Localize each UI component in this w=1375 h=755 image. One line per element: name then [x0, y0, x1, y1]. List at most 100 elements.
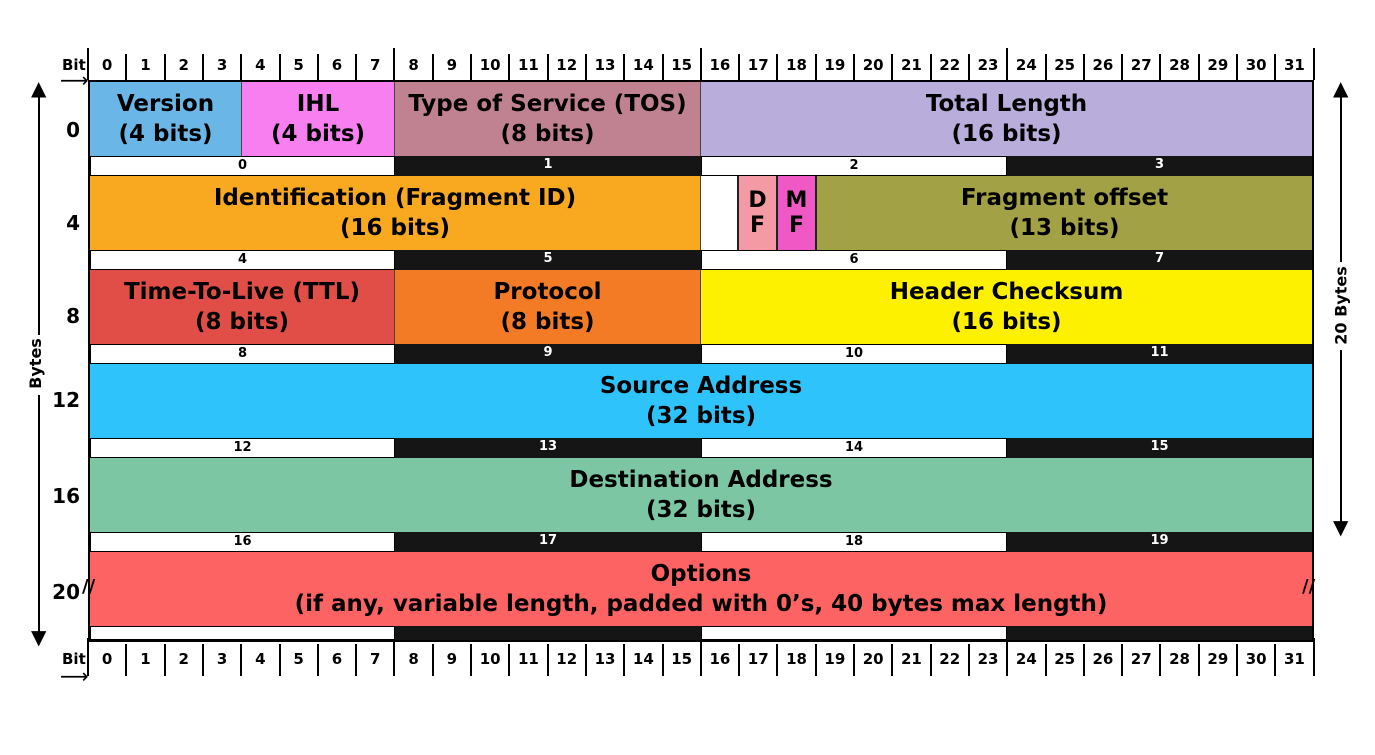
bit-number: 26 [1092, 56, 1114, 74]
bit-number: 16 [709, 56, 731, 74]
row-offset-16: 16 [52, 484, 80, 508]
bit-number: 23 [977, 56, 999, 74]
byte-index-14: 14 [701, 438, 1007, 458]
mf-flag-bottom: F [788, 213, 805, 238]
byte-index-15: 15 [1007, 438, 1312, 458]
right-axis-up-arrow: ▲ [1333, 76, 1349, 100]
byte-index-9: 9 [395, 344, 701, 364]
bit-tick [393, 48, 396, 80]
ttl-bits: (8 bits) [194, 309, 290, 335]
row-offset-4: 4 [66, 211, 80, 235]
bit-tick [1006, 48, 1009, 80]
bit-tick [1236, 644, 1238, 676]
bit-tick [967, 644, 970, 676]
byte-index-10: 10 [701, 344, 1007, 364]
bit-number: 14 [632, 56, 654, 74]
bit-number: 6 [331, 650, 343, 668]
bit-number: 0 [101, 56, 113, 74]
bit-tick [699, 48, 702, 80]
bit-number: 27 [1130, 56, 1152, 74]
bit-number: 13 [594, 56, 616, 74]
identification-bits: (16 bits) [339, 215, 451, 241]
bit-number: 23 [977, 650, 999, 668]
bit-tick [470, 644, 472, 676]
row-offset-12: 12 [52, 388, 80, 412]
destination-address-field: Destination Address (32 bits) [90, 458, 1312, 532]
bit-tick [738, 54, 741, 80]
destination-address-title: Destination Address [569, 467, 833, 493]
left-axis-label-bg [28, 335, 50, 395]
tos-field: Type of Service (TOS) (8 bits) [395, 82, 701, 156]
bit-number: 15 [671, 56, 693, 74]
bit-number: 9 [446, 56, 458, 74]
bit-number: 4 [255, 650, 266, 668]
bit-number: 20 [862, 56, 884, 74]
tos-bits: (8 bits) [500, 121, 595, 147]
header-checksum-title: Header Checksum [889, 279, 1124, 305]
bit-tick [929, 54, 932, 80]
bit-tick [1082, 54, 1085, 80]
bit-tick [1312, 48, 1315, 80]
bit-number: 18 [786, 56, 807, 74]
byte-index-19: 19 [1007, 532, 1312, 552]
bit-tick [125, 54, 128, 80]
header-table: Version (4 bits) IHL (4 bits) Type of Se… [82, 80, 1315, 642]
bit-tick [355, 644, 358, 676]
bit-number: 17 [747, 56, 769, 74]
bit-tick [316, 644, 319, 676]
bit-number: 0 [101, 650, 113, 668]
top-right-arrow: ⟶ [60, 68, 89, 92]
byte-index-2: 2 [701, 156, 1007, 176]
bit-number: 31 [1284, 650, 1305, 668]
bit-number: 25 [1054, 56, 1076, 74]
bit-tick [163, 54, 166, 80]
options-field: Options (if any, variable length, padded… [90, 552, 1312, 626]
byte-index-16: 16 [90, 532, 395, 552]
row-offset-8: 8 [66, 304, 80, 328]
bit-tick [1006, 638, 1009, 676]
bit-tick [201, 54, 204, 80]
bit-number: 4 [255, 56, 266, 74]
bit-tick [738, 644, 741, 676]
bit-tick [201, 644, 204, 676]
bit-number: 29 [1207, 650, 1229, 668]
protocol-bits: (8 bits) [500, 309, 595, 335]
bit-tick [1197, 644, 1200, 676]
bit-number: 18 [786, 650, 807, 668]
bit-tick [661, 54, 664, 80]
left-axis-up-arrow: ▲ [31, 76, 47, 100]
bit-tick [87, 48, 89, 80]
mf-flag-top: M [785, 188, 808, 213]
version-bits: (4 bits) [118, 121, 213, 147]
bit-number: 31 [1284, 56, 1305, 74]
fragment-offset-bits: (13 bits) [1009, 215, 1120, 241]
bit-tick [853, 54, 855, 80]
bit-tick [1236, 54, 1238, 80]
bit-tick [163, 644, 166, 676]
bit-tick [470, 54, 472, 80]
bit-tick [508, 54, 511, 80]
total-length-field: Total Length (16 bits) [701, 82, 1312, 156]
bottom-bit-label: Bit [62, 650, 86, 668]
bit-number: 17 [747, 650, 769, 668]
bit-number: 11 [518, 650, 539, 668]
df-flag-top: D [748, 188, 767, 213]
bit-number: 28 [1169, 56, 1190, 74]
bit-number: 19 [824, 56, 846, 74]
bit-tick [278, 644, 281, 676]
options-description: (if any, variable length, padded with 0’… [294, 591, 1108, 617]
bit-number: 10 [479, 650, 501, 668]
bit-tick [814, 644, 817, 676]
bit-tick [431, 644, 434, 676]
bit-number: 22 [939, 56, 961, 74]
top-bit-label: Bit [62, 56, 86, 74]
bit-number: 24 [1015, 56, 1037, 74]
ihl-title: IHL [296, 91, 340, 117]
bit-tick [278, 54, 281, 80]
reserved-flag-cell [701, 176, 739, 250]
bit-number: 16 [709, 650, 731, 668]
options-break-mark-left: // [82, 576, 96, 597]
df-flag-bottom: F [749, 213, 766, 238]
bit-number: 3 [216, 56, 228, 74]
